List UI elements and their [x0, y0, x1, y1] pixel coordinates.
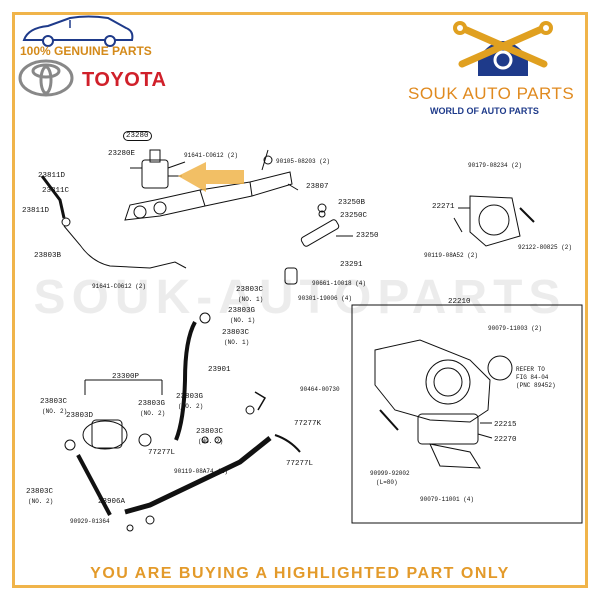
part-label-90079-bot: 90079-11001 (4)	[420, 496, 475, 503]
part-label-23280: 23280	[123, 131, 152, 141]
refer-fig-note: FIG 84-04	[516, 374, 549, 381]
fuel-pipe-23803b-part	[63, 225, 187, 269]
store-tagline: WORLD OF AUTO PARTS	[430, 106, 539, 116]
part-label-l80: (L=80)	[376, 479, 398, 486]
part-label-22215: 22215	[494, 421, 517, 429]
throttle-body-part	[374, 339, 513, 469]
part-label-23803c-no2c: 23803C	[26, 488, 54, 496]
fuel-pipe-23811-part	[40, 175, 66, 219]
toyota-logo-icon	[18, 59, 74, 97]
part-label-23901: 23901	[208, 366, 231, 374]
part-label-23803c-no2b: 23803C	[196, 428, 224, 436]
part-label-90079-top: 90079-11003 (2)	[488, 325, 543, 332]
part-label-91641-top: 91641-C0612 (2)	[184, 152, 239, 159]
part-label-23300p: 23300P	[112, 373, 140, 381]
part-label-no1-c: (NO. 1)	[224, 339, 250, 346]
part-label-no2-d: (NO. 2)	[198, 438, 224, 445]
watermark-text: SOUK-AUTOPARTS	[33, 271, 567, 324]
highlight-arrow-icon	[178, 162, 244, 192]
part-label-23280e: 23280E	[108, 150, 136, 158]
part-label-no2-b: (NO. 2)	[140, 410, 166, 417]
part-label-23803c-no2: 23803C	[40, 398, 68, 406]
refer-pnc-note: (PNC 89452)	[516, 382, 556, 389]
genuine-parts-tagline: 100% GENUINE PARTS	[20, 44, 152, 58]
part-label-77277l-a: 77277L	[148, 449, 176, 457]
toyota-wordmark: TOYOTA	[82, 69, 167, 91]
part-label-23811d-left: 23811D	[22, 207, 50, 215]
part-label-77277k: 77277K	[294, 420, 322, 428]
part-label-no1-b: (NO. 1)	[230, 317, 256, 324]
car-silhouette-icon	[22, 15, 134, 47]
part-label-23250b: 23250B	[338, 199, 366, 207]
store-name: SOUK AUTO PARTS	[408, 84, 575, 103]
part-label-23291: 23291	[340, 261, 363, 269]
part-label-23803g-no2: 23803G	[138, 400, 166, 408]
part-label-90661: 90661-10018 (4)	[312, 280, 367, 287]
part-label-no2-c: (NO. 2)	[178, 403, 204, 410]
part-label-92122: 92122-80825 (2)	[518, 244, 573, 251]
part-label-23803c-no1b: 23803C	[222, 329, 250, 337]
throttle-gasket-part	[453, 195, 535, 247]
part-label-23803c-no1: 23803C	[236, 286, 264, 294]
part-label-23803g-no2b: 23803G	[176, 393, 204, 401]
part-label-23906a: 23906A	[98, 498, 126, 506]
part-label-90464: 90464-00730	[300, 386, 340, 393]
part-label-90179: 90179-08234 (2)	[468, 162, 523, 169]
part-label-23803b: 23803B	[34, 252, 62, 260]
part-label-23250: 23250	[356, 232, 379, 240]
highlight-notice: YOU ARE BUYING A HIGHLIGHTED PART ONLY	[90, 565, 510, 582]
part-label-23811c: 23811C	[42, 187, 70, 195]
refer-to-note: REFER TO	[516, 366, 545, 373]
part-label-23807: 23807	[306, 183, 329, 191]
part-label-no2-a: (NO. 2)	[42, 408, 68, 415]
part-label-23250c: 23250C	[340, 212, 368, 220]
part-label-23803g-no1: 23803G	[228, 307, 256, 315]
part-label-90119-a: 90119-08A52 (2)	[424, 252, 479, 259]
part-label-no1-a: (NO. 1)	[238, 296, 264, 303]
part-label-90119-b: 90119-08A74 (2)	[174, 468, 229, 475]
image-frame	[12, 12, 588, 588]
part-label-90929: 90929-01364	[70, 518, 110, 525]
part-label-77277l-b: 77277L	[286, 460, 314, 468]
part-label-90105: 90105-08203 (2)	[276, 158, 331, 165]
part-label-no2-e: (NO. 2)	[28, 498, 54, 505]
part-label-22270: 22270	[494, 436, 517, 444]
part-label-90301: 90301-19006 (4)	[298, 295, 353, 302]
part-label-23811d-top: 23811D	[38, 172, 66, 180]
fuel-delivery-pipe-part	[124, 149, 293, 221]
throttle-body-box	[351, 304, 583, 524]
pulsation-damper-part	[64, 419, 152, 516]
part-label-22271: 22271	[432, 203, 455, 211]
part-label-23803d: 23803D	[66, 412, 94, 420]
pressure-regulator-part[interactable]	[130, 149, 182, 189]
part-label-90999: 90999-92002	[370, 470, 410, 477]
part-label-22210: 22210	[448, 298, 471, 306]
fuel-injector-part	[284, 203, 340, 285]
part-label-91641-mid: 91641-C0612 (2)	[92, 283, 147, 290]
souk-auto-parts-logo-icon	[453, 21, 553, 76]
